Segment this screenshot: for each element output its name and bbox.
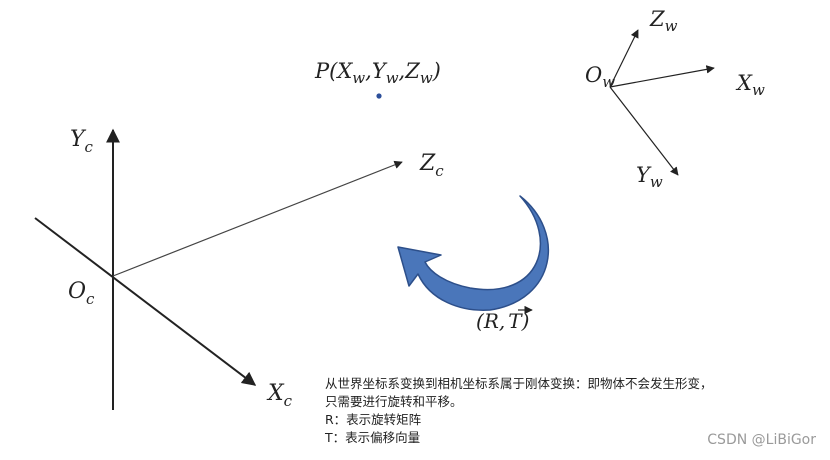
oc-label: Oc: [68, 279, 95, 308]
ow-label: Ow: [585, 63, 615, 91]
point-p-label: P(Xw,Yw,Zw): [314, 59, 441, 87]
transform-arrow: [397, 195, 550, 311]
note-line-1: 从世界坐标系变换到相机坐标系属于刚体变换：即物体不会发生形变，: [325, 376, 713, 391]
explanation-note: 从世界坐标系变换到相机坐标系属于刚体变换：即物体不会发生形变， 只需要进行旋转和…: [325, 375, 825, 447]
zc-axis: [112, 160, 403, 277]
yw-axis: [609, 86, 679, 176]
note-line-2: 只需要进行旋转和平移。: [325, 394, 463, 409]
point-p-dot: [376, 93, 382, 99]
yc-label: Yc: [70, 127, 94, 156]
xw-axis: [609, 65, 715, 88]
xc-axis: [34, 217, 257, 386]
zw-label: Zw: [649, 7, 678, 35]
zc-label: Zc: [419, 151, 444, 180]
watermark: CSDN @LiBiGor: [707, 432, 816, 448]
xc-label: Xc: [266, 381, 293, 410]
transform-label: (R,T): [476, 309, 529, 333]
note-line-3: R：表示旋转矩阵: [325, 412, 422, 427]
xw-label: Xw: [735, 71, 765, 99]
note-line-4: T：表示偏移向量: [325, 430, 421, 445]
yw-label: Yw: [636, 163, 663, 191]
zw-axis: [609, 29, 639, 88]
